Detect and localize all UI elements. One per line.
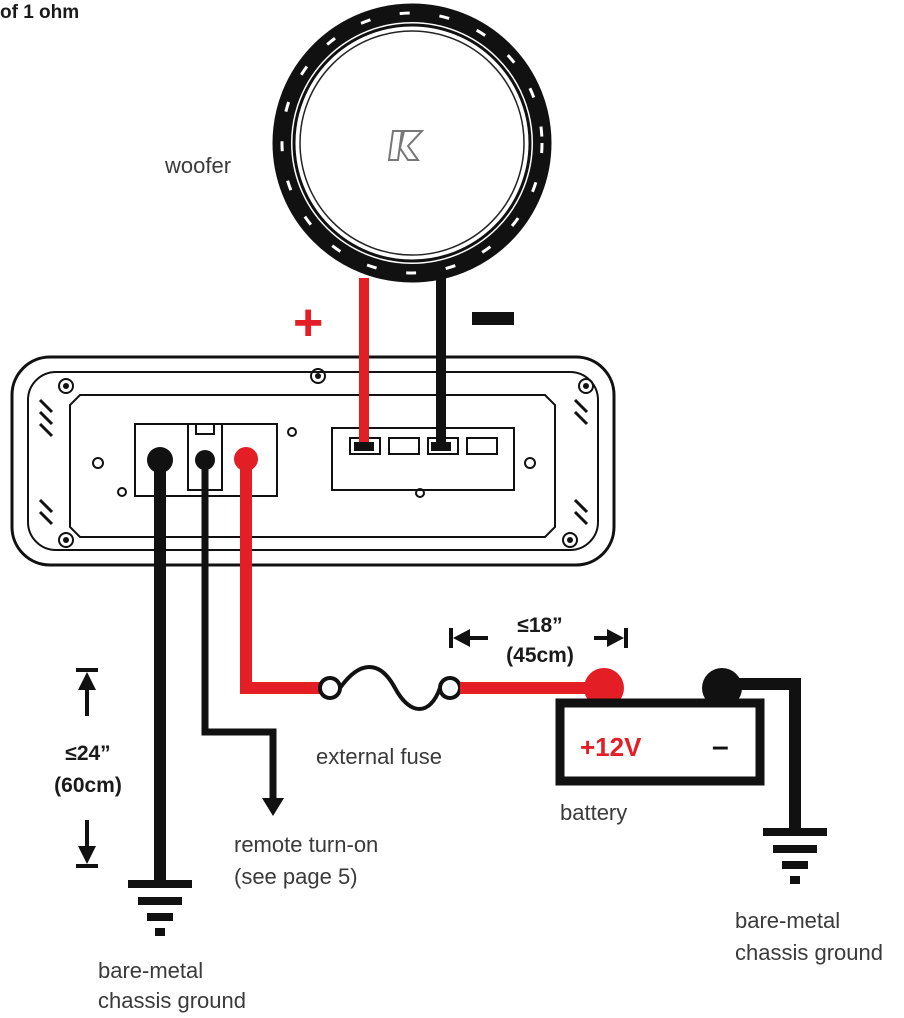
- ground-right-label-line1: bare-metal: [735, 908, 840, 933]
- ground-left-label-line1: bare-metal: [98, 958, 203, 983]
- woofer: [272, 3, 552, 283]
- arrow-icon: [262, 798, 284, 816]
- woofer-logo-icon: [387, 130, 425, 161]
- ground-right-label-line2: chassis ground: [735, 940, 883, 965]
- battery: [555, 668, 765, 786]
- positive-polarity-mark: +: [293, 294, 323, 352]
- remote-turn-on-wire: [201, 460, 277, 800]
- page-title: of 1 ohm: [0, 2, 79, 23]
- amplifier: [10, 355, 616, 567]
- woofer-label: woofer: [164, 153, 231, 178]
- battery-negative-label: –: [712, 730, 729, 763]
- ground-symbol-icon: [128, 880, 192, 936]
- fuse-distance-inches: ≤18”: [517, 614, 562, 637]
- ground-left-label-line2: chassis ground: [98, 988, 246, 1013]
- remote-label-line1: remote turn-on: [234, 832, 378, 857]
- external-fuse-label: external fuse: [316, 744, 442, 769]
- battery-label: battery: [560, 800, 627, 825]
- ground-length-dimension: [76, 668, 98, 868]
- remote-label-line2: (see page 5): [234, 864, 358, 889]
- fuse-distance-dimension: [449, 628, 628, 648]
- ground-length-inches: ≤24”: [65, 742, 110, 765]
- ground-length-cm: (60cm): [54, 774, 122, 797]
- battery-positive-label: +12V: [580, 732, 642, 762]
- fuse-distance-cm: (45cm): [506, 644, 574, 667]
- ground-symbol-icon: [763, 828, 827, 884]
- ground-wire-right: [722, 678, 801, 828]
- power-wire: [240, 459, 322, 694]
- negative-polarity-mark: [472, 312, 514, 325]
- fuse-icon: [318, 665, 462, 711]
